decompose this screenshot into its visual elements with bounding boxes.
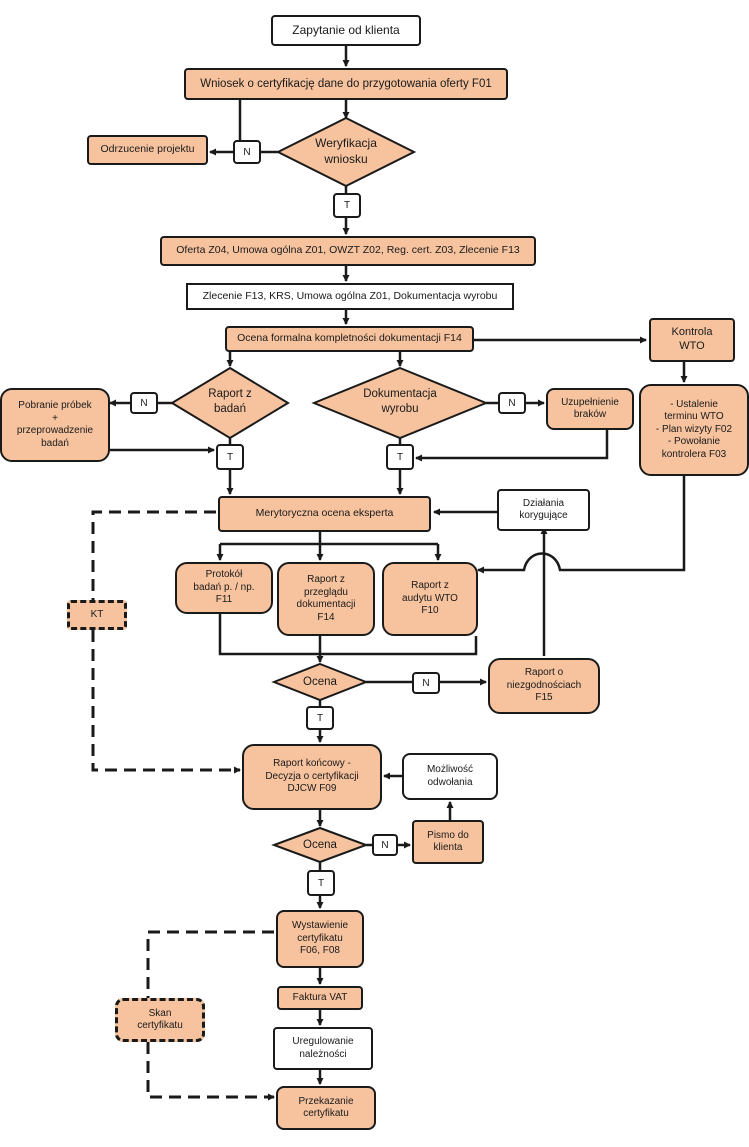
- node-oferta: Oferta Z04, Umowa ogólna Z01, OWZT Z02, …: [160, 236, 536, 266]
- label-dokumentacja: Dokumentacja wyrobu: [363, 388, 437, 415]
- node-uregulowanie: Uregulowanie należności: [273, 1027, 373, 1070]
- node-pobranie: Pobranie próbek + przeprowadzenie badań: [0, 388, 110, 462]
- arrow-uzupelnienie-t: [415, 430, 609, 462]
- node-pismo: Pismo do klienta: [412, 820, 484, 864]
- node-zapytanie: Zapytanie od klienta: [271, 15, 421, 46]
- label-n-ocena-1: N: [412, 672, 440, 694]
- label-t-dokumentacja: T: [386, 444, 414, 470]
- node-dzialania: Działania korygujące: [497, 489, 590, 531]
- label-t-weryfikacja: T: [333, 193, 361, 218]
- label-ocena-2: Ocena: [303, 838, 337, 851]
- node-kt: KT: [67, 600, 127, 630]
- node-raport-audytu: Raport z audytu WTO F10: [382, 562, 478, 636]
- decision-dokumentacja: [311, 366, 489, 440]
- label-ocena-1: Ocena: [303, 675, 337, 688]
- decision-ocena-1: [271, 662, 369, 702]
- node-merytoryczna: Merytoryczna ocena eksperta: [218, 496, 431, 532]
- label-t-ocena-2: T: [307, 870, 335, 896]
- node-raport-przegladu: Raport z przeglądu dokumentacji F14: [277, 562, 375, 636]
- node-raport-koncowy: Raport końcowy - Decyzja o certyfikacji …: [242, 744, 382, 810]
- label-n-dokumentacja: N: [498, 392, 526, 414]
- label-n-ocena-2: N: [372, 834, 398, 856]
- node-uzupelnienie: Uzupełnienie braków: [546, 388, 634, 430]
- dashed-kt-raport-koncowy: [91, 630, 241, 774]
- line-reports-join: [218, 614, 478, 656]
- dashed-merytoryczna-kt: [91, 510, 216, 600]
- node-kontrola: Kontrola WTO: [649, 318, 735, 362]
- node-skan: Skan certyfikatu: [115, 998, 205, 1042]
- label-raport-badan: Raport z badań: [208, 388, 252, 415]
- label-n-weryfikacja: N: [233, 140, 261, 164]
- node-raport-niezgodnosci: Raport o niezgodnościach F15: [488, 658, 600, 714]
- arrow-ustalenie-audyt: [477, 476, 686, 574]
- node-protokol: Protokół badań p. / np. F11: [175, 562, 273, 614]
- node-mozliwosc: Możliwość odwołania: [402, 753, 498, 800]
- node-ustalenie: - Ustalenie terminu WTO - Plan wizyty F0…: [639, 384, 749, 476]
- node-faktura: Faktura VAT: [277, 986, 363, 1010]
- node-zlecenie: Zlecenie F13, KRS, Umowa ogólna Z01, Dok…: [186, 283, 514, 310]
- label-t-raport-badan: T: [216, 444, 244, 470]
- label-n-raport-badan: N: [130, 392, 158, 414]
- node-wystawienie: Wystawienie certyfikatu F06, F08: [276, 910, 364, 968]
- decision-weryfikacja: [275, 116, 417, 188]
- node-ocena-formalna: Ocena formalna kompletności dokumentacji…: [225, 326, 474, 352]
- dashed-skan-przekazanie: [146, 1042, 275, 1101]
- node-odrzucenie: Odrzucenie projektu: [87, 135, 208, 165]
- label-weryfikacja: Weryfikacja wniosku: [315, 136, 377, 166]
- decision-raport-badan: [170, 366, 290, 440]
- node-wniosek: Wniosek o certyfikację dane do przygotow…: [184, 68, 508, 100]
- node-przekazanie: Przekazanie certyfikatu: [276, 1086, 376, 1130]
- decision-ocena-2: [271, 826, 369, 864]
- label-t-ocena-1: T: [306, 706, 334, 730]
- dashed-wystawienie-skan: [146, 930, 274, 998]
